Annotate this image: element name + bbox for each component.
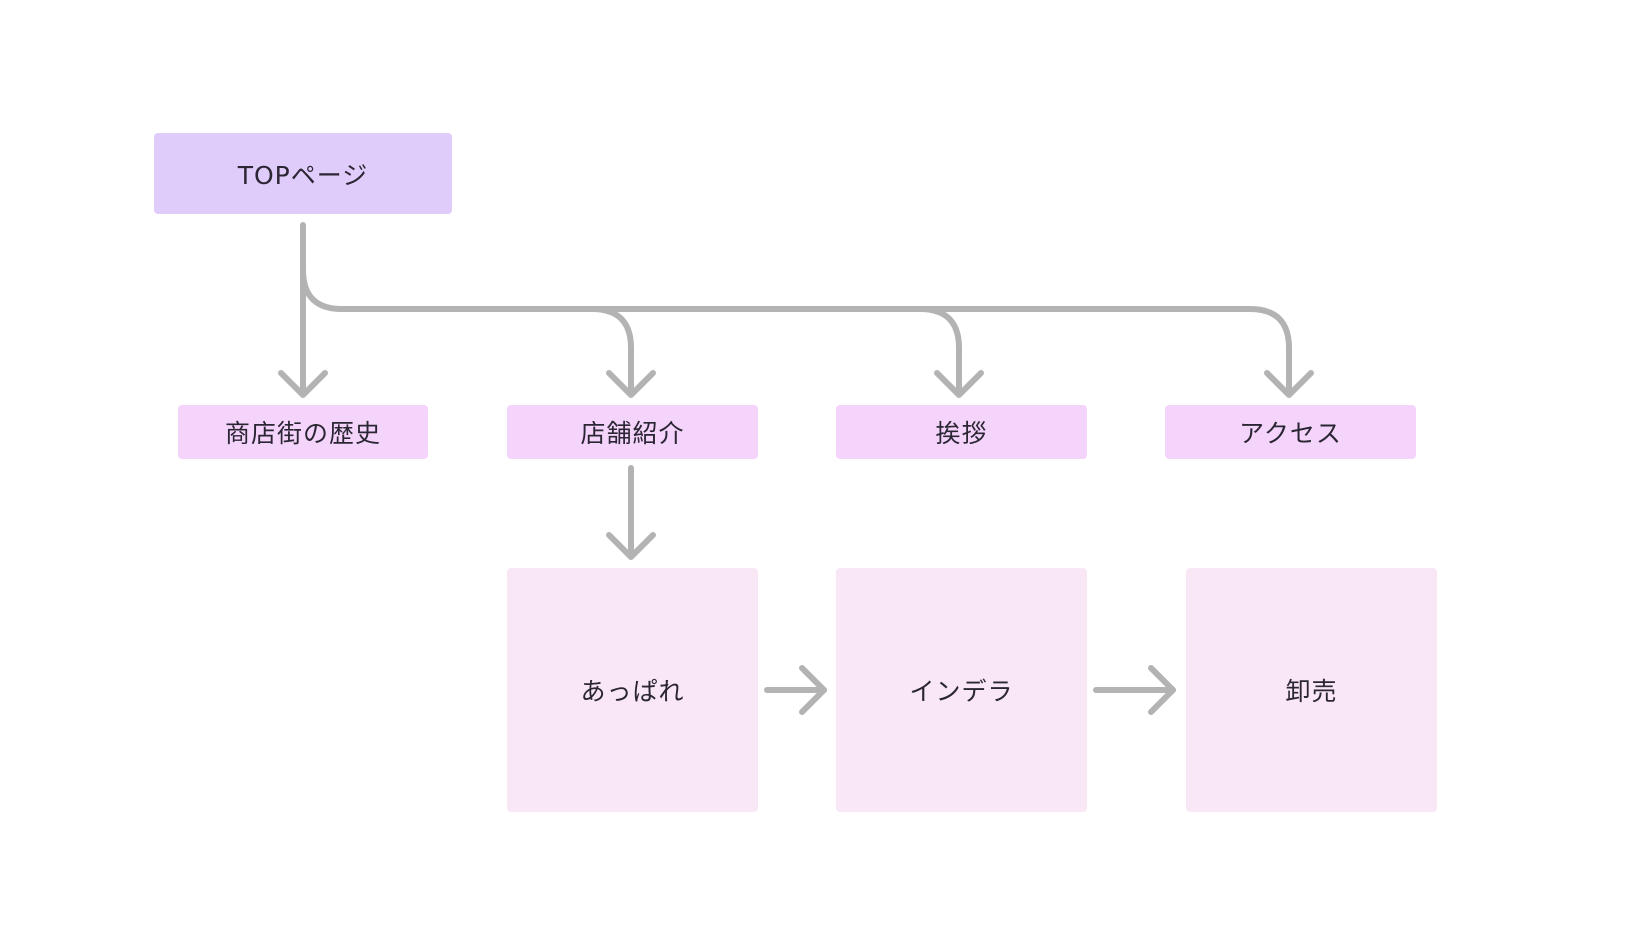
arrowhead-history <box>278 370 328 398</box>
root-node: TOPページ <box>154 133 452 214</box>
section-node-history: 商店街の歴史 <box>178 405 428 459</box>
page-node-wholesale: 卸売 <box>1186 568 1437 812</box>
section-node-shops: 店舗紹介 <box>507 405 758 459</box>
connector-root-to-greeting <box>917 306 962 393</box>
page-node-label: インデラ <box>909 677 1014 706</box>
section-node-label: 商店街の歴史 <box>224 419 381 448</box>
page-node-label: 卸売 <box>1285 677 1338 706</box>
arrowhead-indera <box>799 665 827 715</box>
root-node-label: TOPページ <box>237 160 369 190</box>
section-node-label: 店舗紹介 <box>580 419 685 448</box>
arrowhead-appare <box>606 532 656 560</box>
arrowhead-access <box>1264 370 1314 398</box>
arrowhead-greeting <box>934 370 984 398</box>
section-node-access: アクセス <box>1165 405 1416 459</box>
page-node-appare: あっぱれ <box>507 568 758 812</box>
page-node-label: あっぱれ <box>580 677 685 706</box>
section-node-greeting: 挨拶 <box>836 405 1087 459</box>
section-node-label: アクセス <box>1239 419 1342 448</box>
page-node-indera: インデラ <box>836 568 1087 812</box>
connector-branch-bus <box>300 267 1292 393</box>
connector-root-to-shops <box>589 306 634 393</box>
section-node-label: 挨拶 <box>935 419 988 448</box>
arrowhead-shops <box>606 370 656 398</box>
arrowhead-wholesale <box>1148 665 1176 715</box>
